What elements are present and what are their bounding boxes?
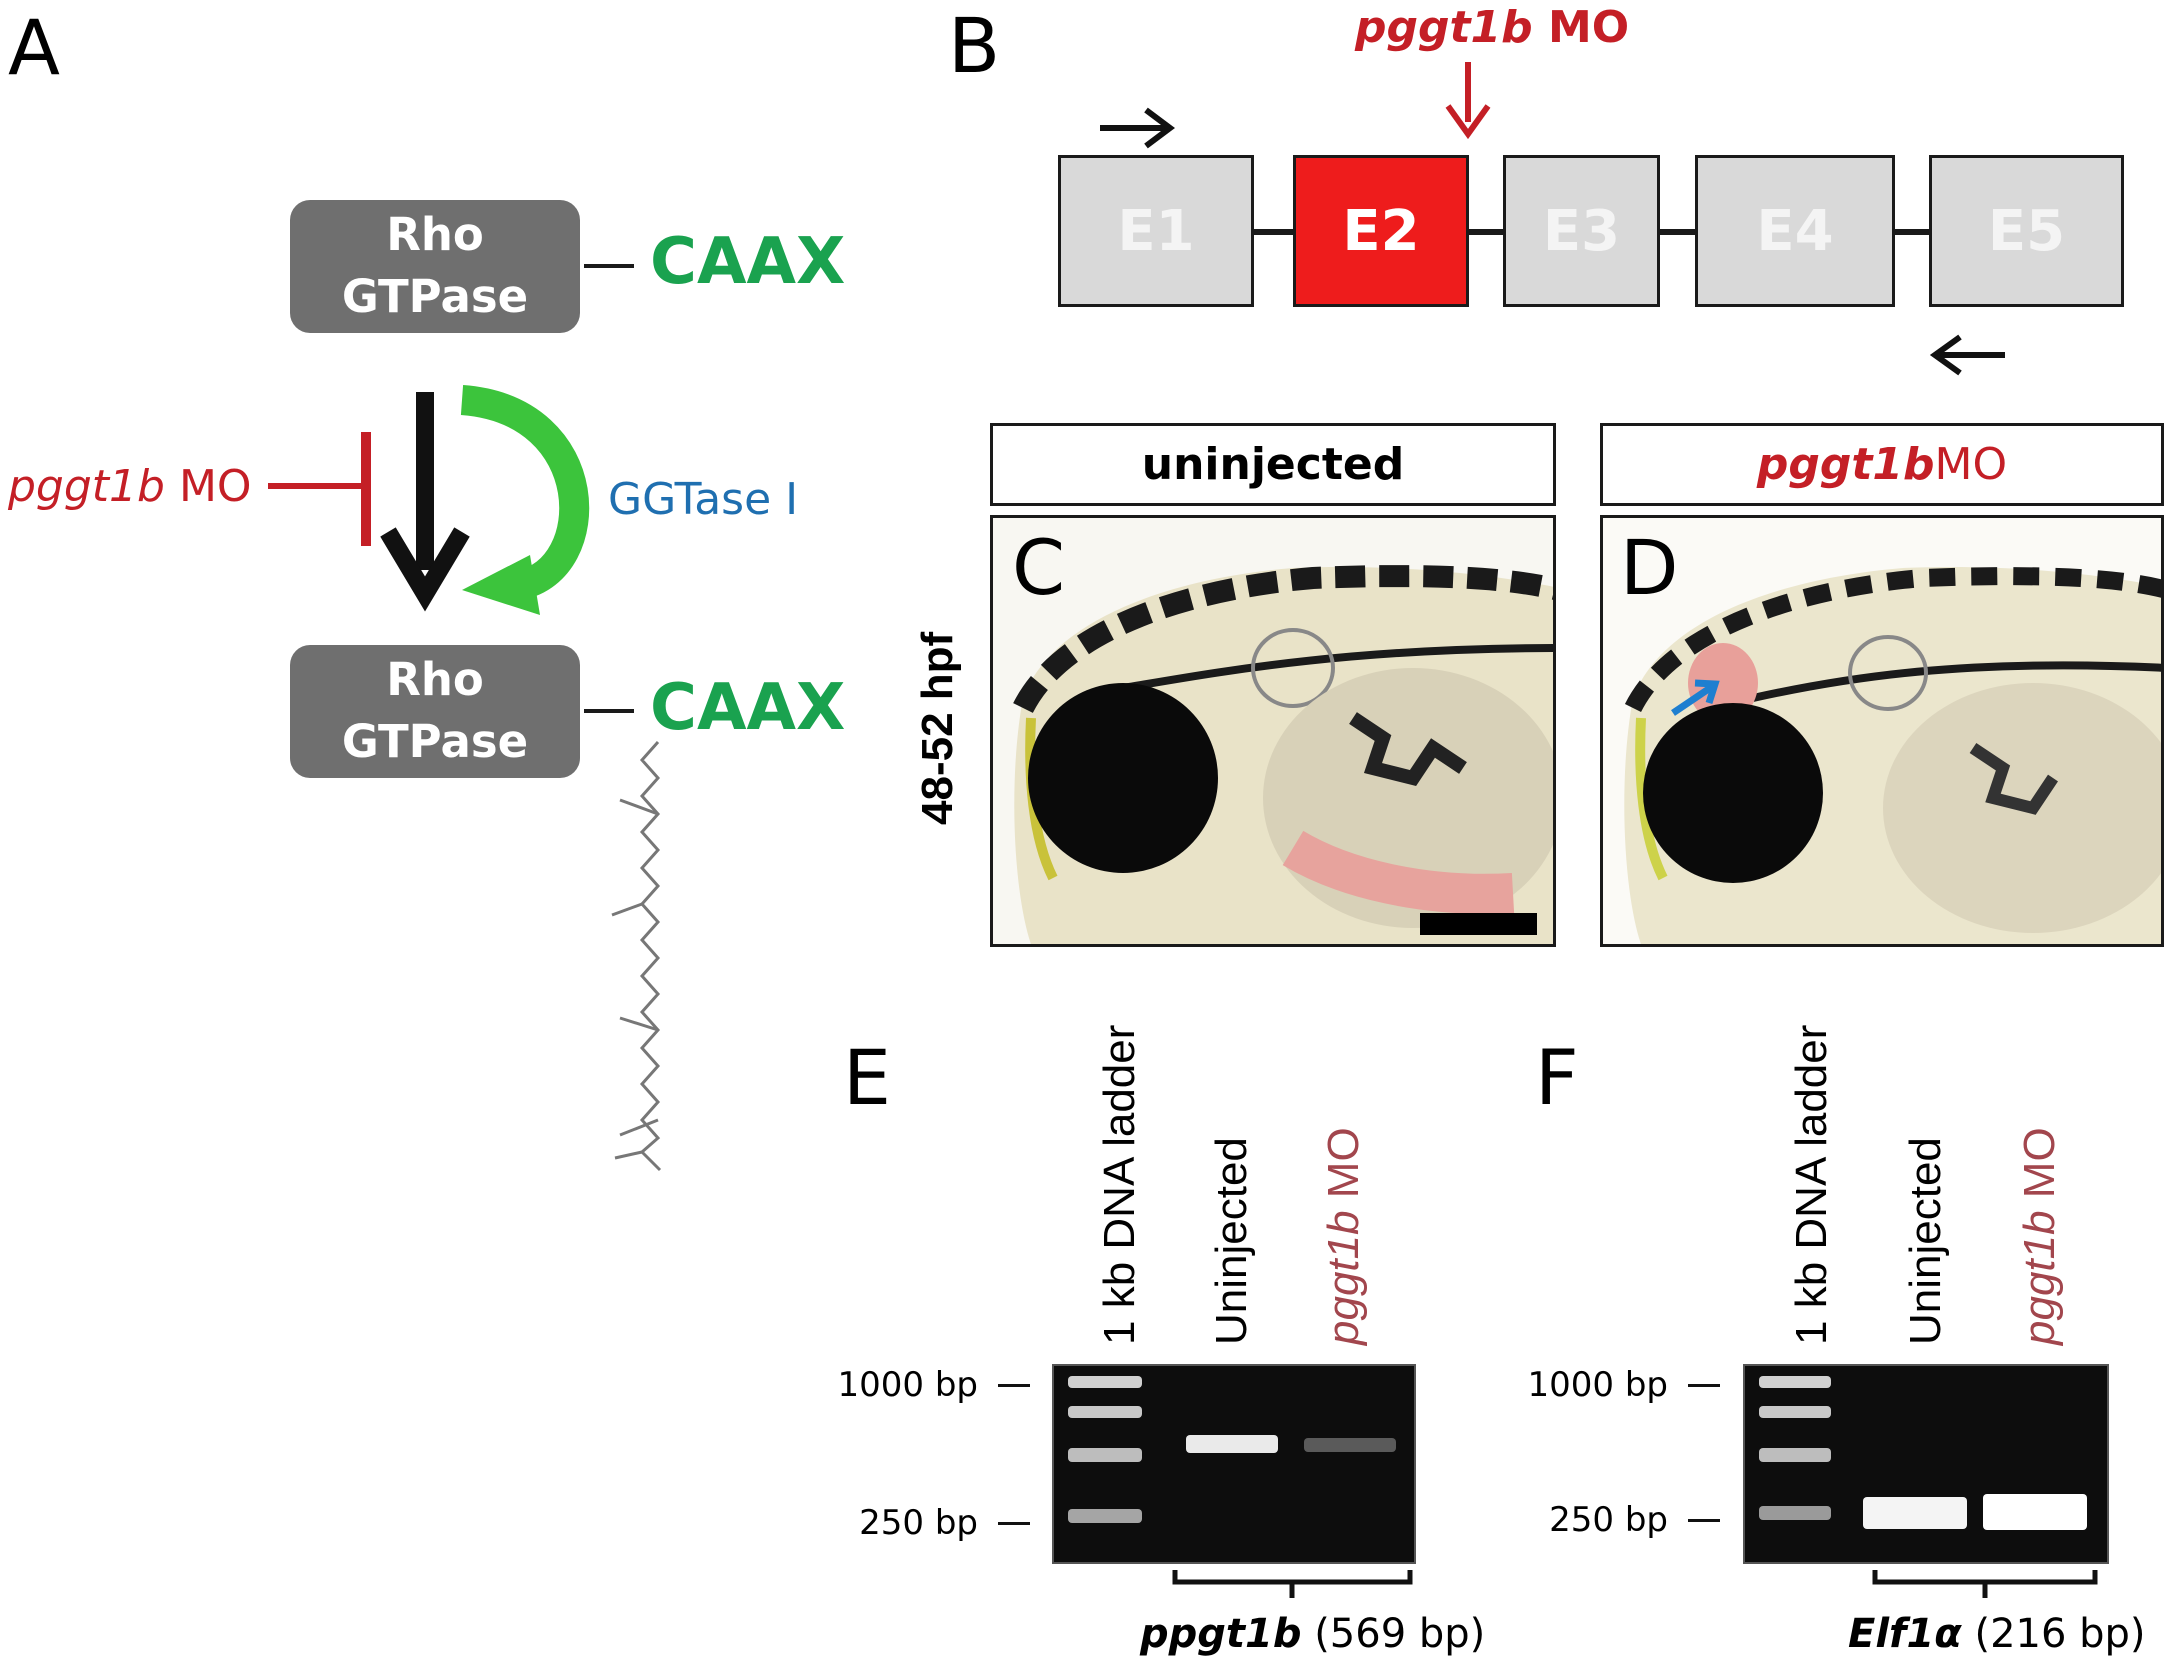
gtpase-label: GTPase bbox=[341, 715, 529, 768]
marker-tick bbox=[1688, 1384, 1720, 1387]
product-label-f: Elf1α (216 bp) bbox=[1848, 1614, 2146, 1654]
panel-label-d: D bbox=[1620, 523, 1679, 612]
header-morphant: pggt1b MO bbox=[1600, 423, 2164, 506]
geranylgeranyl-chain bbox=[639, 741, 661, 1154]
pcr-band-uninjected bbox=[1186, 1435, 1278, 1453]
morpholino-target-label: pggt1b MO bbox=[1355, 6, 1629, 50]
ggtase-curved-arrow bbox=[460, 385, 590, 600]
ladder-band bbox=[1068, 1448, 1142, 1462]
lane-label-uninjected: Uninjected bbox=[1901, 1137, 1950, 1345]
ladder-band bbox=[1068, 1509, 1142, 1523]
ladder-band bbox=[1759, 1506, 1831, 1520]
ladder-band bbox=[1759, 1448, 1831, 1462]
lane-label-ladder: 1 kb DNA ladder bbox=[1095, 1024, 1144, 1345]
mo-gene-name: pggt1b bbox=[1355, 2, 1533, 53]
embryo-image-c bbox=[993, 518, 1553, 944]
bracket-f bbox=[1872, 1570, 2098, 1598]
marker-tick bbox=[998, 1522, 1030, 1525]
exon-e5: E5 bbox=[1929, 155, 2124, 307]
exon-e1: E1 bbox=[1058, 155, 1254, 307]
marker-1000bp: 1000 bp bbox=[837, 1365, 979, 1405]
mo-suffix: MO bbox=[2015, 1127, 2064, 1211]
ladder-band bbox=[1068, 1376, 1142, 1388]
lane-label-uninjected: Uninjected bbox=[1207, 1137, 1256, 1345]
mo-target-arrow-head bbox=[1445, 104, 1491, 140]
pcr-band-morphant bbox=[1304, 1438, 1396, 1452]
pcr-band-uninjected bbox=[1863, 1497, 1967, 1529]
caax-label-bottom: CAAX bbox=[650, 671, 846, 745]
blue-arrow bbox=[1671, 683, 1715, 716]
mo-suffix: MO bbox=[1532, 2, 1630, 53]
embryo-image-d bbox=[1603, 518, 2161, 944]
gel-image-e bbox=[1052, 1364, 1416, 1564]
rho-label: Rho bbox=[386, 653, 484, 706]
bracket-e bbox=[1172, 1570, 1413, 1598]
embryo-photo-uninjected bbox=[990, 515, 1556, 947]
caax-linker-bottom bbox=[584, 709, 634, 713]
marker-tick bbox=[998, 1384, 1030, 1387]
panel-label-c: C bbox=[1012, 523, 1066, 612]
caax-label-top: CAAX bbox=[650, 225, 846, 299]
header-uninjected: uninjected bbox=[990, 423, 1556, 506]
mo-gene-name: pggt1b bbox=[1319, 1210, 1368, 1345]
exon-e4: E4 bbox=[1695, 155, 1895, 307]
panel-label-e: E bbox=[843, 1033, 892, 1122]
enzyme-label: GGTase I bbox=[608, 474, 799, 525]
marker-250bp: 250 bp bbox=[859, 1503, 978, 1543]
scale-bar bbox=[1420, 913, 1537, 935]
pcr-band-morphant bbox=[1983, 1494, 2087, 1530]
rho-gtpase-box-bottom: Rho GTPase bbox=[290, 645, 580, 778]
mo-gene-name: pggt1b bbox=[1756, 439, 1935, 490]
exon-e3: E3 bbox=[1503, 155, 1660, 307]
lane-label-morphant: pggt1b MO bbox=[1319, 1127, 1368, 1345]
marker-tick bbox=[1688, 1519, 1720, 1522]
pathway-arrows bbox=[268, 385, 662, 1172]
panel-label-a: A bbox=[8, 3, 60, 92]
rho-gtpase-box-top: Rho GTPase bbox=[290, 200, 580, 333]
exon-e2-targeted: E2 bbox=[1293, 155, 1469, 307]
gene-name: ppgt1b bbox=[1140, 1611, 1302, 1657]
marker-1000bp: 1000 bp bbox=[1527, 1365, 1669, 1405]
lane-label-morphant: pggt1b MO bbox=[2015, 1127, 2064, 1345]
gel-image-f bbox=[1743, 1364, 2109, 1564]
gene-structure-lines bbox=[1100, 62, 2005, 376]
lane-label-ladder: 1 kb DNA ladder bbox=[1787, 1024, 1836, 1345]
embryo-photo-morphant bbox=[1600, 515, 2164, 947]
rho-label: Rho bbox=[386, 208, 484, 261]
ggtase-arrow-head bbox=[462, 555, 540, 615]
panel-label-b: B bbox=[948, 1, 1001, 90]
ladder-band bbox=[1759, 1376, 1831, 1388]
panel-label-f: F bbox=[1535, 1033, 1579, 1122]
mo-gene-name: pggt1b bbox=[2015, 1210, 2064, 1345]
marker-250bp: 250 bp bbox=[1549, 1500, 1668, 1540]
caax-linker-top bbox=[584, 264, 634, 268]
mo-suffix: MO bbox=[1934, 439, 2008, 490]
stage-label: 48-52 hpf bbox=[913, 631, 962, 825]
product-size: (216 bp) bbox=[1961, 1611, 2146, 1657]
inhibitor-label: pggt1b MO bbox=[8, 465, 252, 509]
product-size: (569 bp) bbox=[1301, 1611, 1486, 1657]
mo-gene-name: pggt1b bbox=[8, 461, 165, 512]
ladder-band bbox=[1759, 1406, 1831, 1418]
gene-name: Elf1α bbox=[1848, 1611, 1962, 1657]
reaction-arrow-head bbox=[380, 527, 470, 612]
ladder-band bbox=[1068, 1406, 1142, 1418]
mo-suffix: MO bbox=[164, 461, 252, 512]
product-label-e: ppgt1b (569 bp) bbox=[1140, 1614, 1485, 1654]
gtpase-label: GTPase bbox=[341, 270, 529, 323]
mo-suffix: MO bbox=[1319, 1127, 1368, 1211]
